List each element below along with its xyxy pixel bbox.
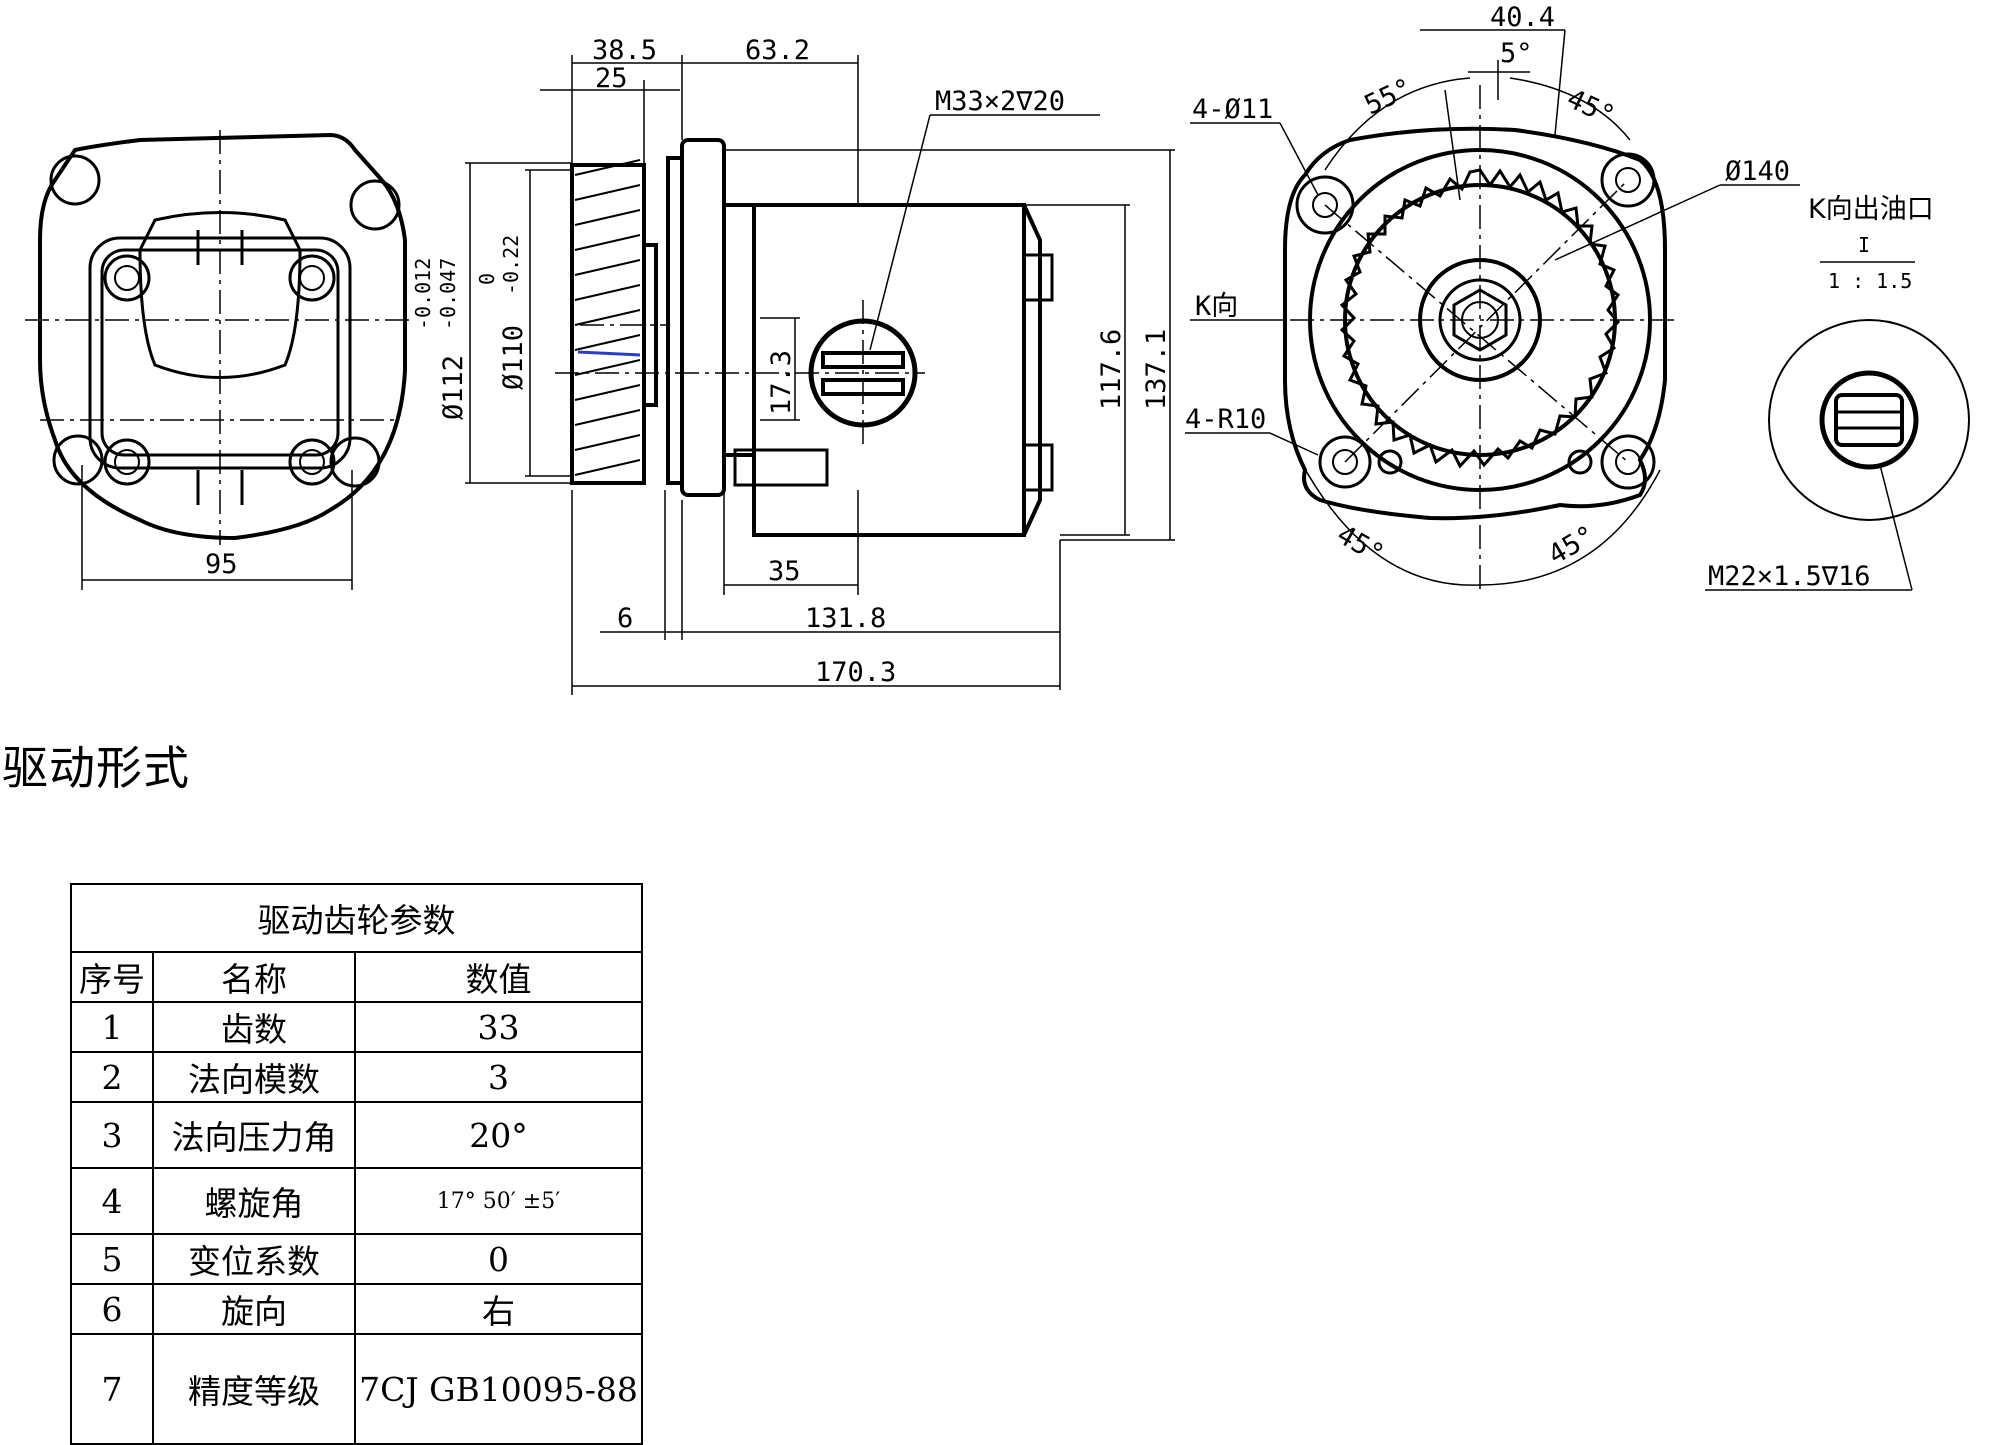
row-no: 5 — [70, 1233, 154, 1285]
middle-view: 38.5 25 63.2 M33×2∇20 Ø112 -0.012 -0.047… — [411, 35, 1175, 695]
row-no: 7 — [70, 1333, 154, 1445]
tol-110-lower: -0.22 — [499, 235, 523, 295]
row-value: 3 — [354, 1051, 643, 1103]
row-name: 旋向 — [152, 1283, 356, 1335]
dim-dia140: Ø140 — [1725, 156, 1790, 187]
dim-dia112: Ø112 — [438, 355, 469, 420]
row-name: 变位系数 — [152, 1233, 356, 1285]
row-value: 20° — [354, 1101, 643, 1169]
angle-45-bottom-left: 45° — [1332, 519, 1390, 570]
angle-5: 5° — [1500, 38, 1533, 69]
drive-gear-parameter-table: 驱动齿轮参数 序号 名称 数值 1 齿数 33 2 法向模数 3 3 法向压力角… — [70, 883, 643, 1445]
dim-25: 25 — [595, 63, 628, 94]
dim-dia110: Ø110 — [498, 325, 529, 390]
row-value: 0 — [354, 1233, 643, 1285]
dim-131-8: 131.8 — [805, 603, 886, 634]
row-value: 7CJ GB10095-88 — [354, 1333, 643, 1445]
detail-title: K向出油口 — [1808, 194, 1934, 225]
thread-side-port: M33×2∇20 — [935, 86, 1065, 117]
angle-55: 55° — [1360, 73, 1417, 122]
dim-117-6: 117.6 — [1096, 329, 1127, 410]
row-no: 3 — [70, 1101, 154, 1169]
row-no: 2 — [70, 1051, 154, 1103]
dim-38-5: 38.5 — [592, 35, 657, 66]
row-value: 33 — [354, 1001, 643, 1053]
header-name: 名称 — [152, 951, 356, 1003]
k-view-arrow-label: K向 — [1195, 291, 1238, 322]
dim-35: 35 — [768, 556, 801, 587]
table-row: 4 螺旋角 17° 50′ ±5′ — [70, 1167, 643, 1235]
detail-mark: I — [1858, 233, 1870, 257]
table-row: 3 法向压力角 20° — [70, 1101, 643, 1169]
table-row: 1 齿数 33 — [70, 1001, 643, 1053]
row-no: 4 — [70, 1167, 154, 1235]
section-title: 驱动形式 — [2, 741, 190, 795]
tol-110-upper: 0 — [475, 273, 499, 285]
detail-scale: 1 : 1.5 — [1828, 269, 1912, 293]
dim-137-1: 137.1 — [1141, 329, 1172, 410]
table-caption: 驱动齿轮参数 — [70, 883, 643, 953]
row-name: 精度等级 — [152, 1333, 356, 1445]
dim-40-4: 40.4 — [1490, 2, 1555, 33]
dim-95: 95 — [205, 549, 238, 580]
row-no: 1 — [70, 1001, 154, 1053]
header-value: 数值 — [354, 951, 643, 1003]
table-row: 2 法向模数 3 — [70, 1051, 643, 1103]
thread-outlet: M22×1.5∇16 — [1708, 561, 1871, 592]
dim-6: 6 — [617, 603, 633, 634]
row-name: 法向模数 — [152, 1051, 356, 1103]
table-row: 5 变位系数 0 — [70, 1233, 643, 1285]
angle-45-top: 45° — [1562, 83, 1619, 132]
row-no: 6 — [70, 1283, 154, 1335]
holes-4-dia11: 4-Ø11 — [1192, 94, 1273, 125]
row-name: 齿数 — [152, 1001, 356, 1053]
technical-drawing: 95 38.5 25 63.2 — [25, 2, 1970, 695]
dim-170-3: 170.3 — [815, 657, 896, 688]
dim-63-2: 63.2 — [745, 35, 810, 66]
tol-112-upper: -0.012 — [411, 258, 435, 330]
tol-112-lower: -0.047 — [436, 258, 460, 330]
radius-4-r10: 4-R10 — [1185, 404, 1266, 435]
header-no: 序号 — [70, 951, 154, 1003]
row-value: 17° 50′ ±5′ — [354, 1167, 643, 1235]
right-view: 40.4 5° 55° 45° 4-Ø11 Ø140 K向 4-R10 45° … — [1185, 2, 1800, 590]
table-row: 6 旋向 右 — [70, 1283, 643, 1335]
table-row: 7 精度等级 7CJ GB10095-88 — [70, 1333, 643, 1445]
dim-17-3: 17.3 — [766, 350, 797, 415]
row-name: 法向压力角 — [152, 1101, 356, 1169]
detail-view: K向出油口 I 1 : 1.5 M22×1.5∇16 — [1705, 194, 1970, 592]
left-view: 95 — [25, 130, 410, 590]
row-value: 右 — [354, 1283, 643, 1335]
row-name: 螺旋角 — [152, 1167, 356, 1235]
